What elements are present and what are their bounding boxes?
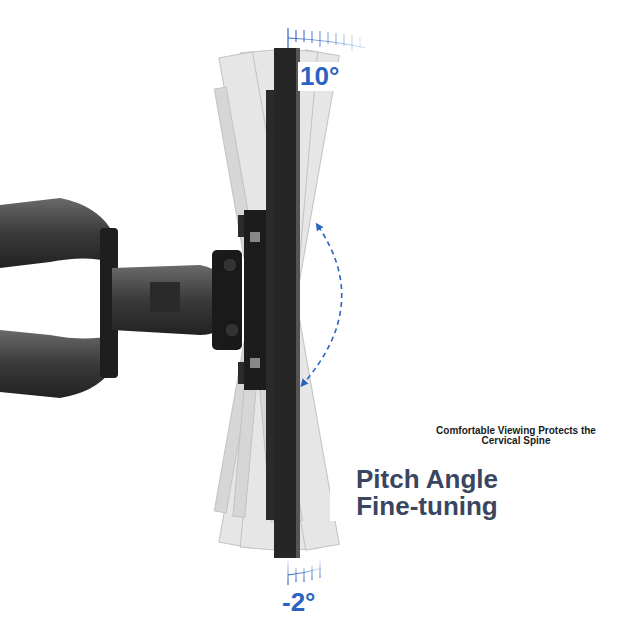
tv-panel bbox=[266, 48, 300, 558]
mount-arm bbox=[0, 198, 268, 398]
angle-value: -2° bbox=[280, 588, 344, 617]
angle-scale bbox=[288, 28, 366, 51]
angle-scale bbox=[288, 560, 322, 585]
angle-value: 10° bbox=[298, 62, 362, 91]
feature-heading: Pitch Angle Fine-tuning bbox=[330, 466, 524, 521]
note-text: Comfortable Viewing Protects the Cervica… bbox=[430, 426, 602, 446]
tilt-arc bbox=[303, 226, 342, 384]
